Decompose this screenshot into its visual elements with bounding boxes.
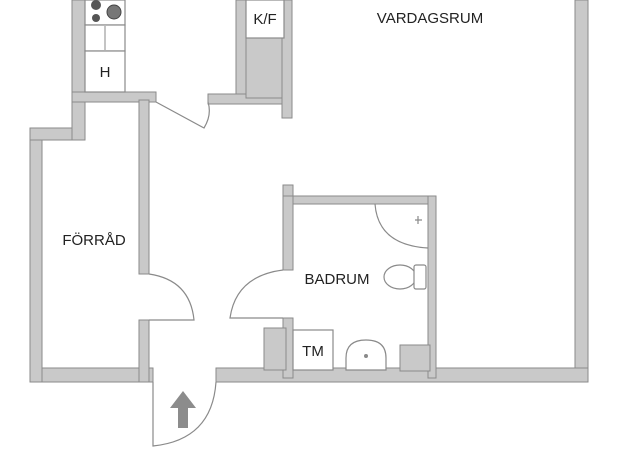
kitchen-fixtures: H K/F (84, 0, 285, 93)
wall-exterior-left (29, 127, 43, 383)
room-label-bathroom: BADRUM (304, 271, 369, 288)
washing-machine-tm (292, 329, 334, 371)
sink-icon (345, 339, 387, 371)
bathroom-door-swing (229, 269, 284, 319)
wall-kitchen-left (71, 0, 86, 141)
wall-kf-left (235, 0, 247, 105)
kitchen-door-swing (155, 101, 210, 129)
wall-top-step (29, 127, 76, 141)
entrance-door-swing (152, 381, 217, 447)
fridge-freezer-label: K/F (253, 11, 276, 28)
washing-machine-label: TM (302, 343, 324, 360)
wall-storage-partition-lower (138, 319, 150, 383)
doors (148, 101, 284, 447)
walls (29, 0, 589, 383)
wall-bath-top (282, 195, 437, 205)
stove-burner-icon (91, 0, 101, 10)
stove-burner-icon (106, 4, 122, 20)
cabinet-h (84, 50, 126, 93)
wall-exterior-right (574, 0, 589, 383)
cabinet-label: H (100, 64, 111, 81)
stove-burner-icon (92, 14, 100, 22)
entrance-arrow-icon (170, 391, 196, 428)
storage-door-swing (148, 273, 195, 321)
bathroom-fixtures: TM (292, 203, 429, 371)
room-label-living-room: VARDAGSRUM (377, 10, 483, 27)
wall-kf-block (245, 37, 285, 99)
wall-storage-partition-upper (138, 99, 150, 275)
room-label-storage: FÖRRÅD (62, 231, 126, 249)
wall-bath-right (427, 195, 437, 379)
fridge-freezer-kf (245, 0, 285, 39)
shower-tap-icon (415, 216, 422, 224)
wall-bath-left-upper (282, 195, 294, 271)
wall-bath-left-stub (263, 327, 287, 371)
toilet-icon (383, 264, 427, 290)
shower-curve (374, 203, 429, 249)
wall-kf-right (281, 0, 293, 119)
wall-exterior-bottom-left (29, 367, 154, 383)
wall-bath-corner (399, 344, 431, 372)
